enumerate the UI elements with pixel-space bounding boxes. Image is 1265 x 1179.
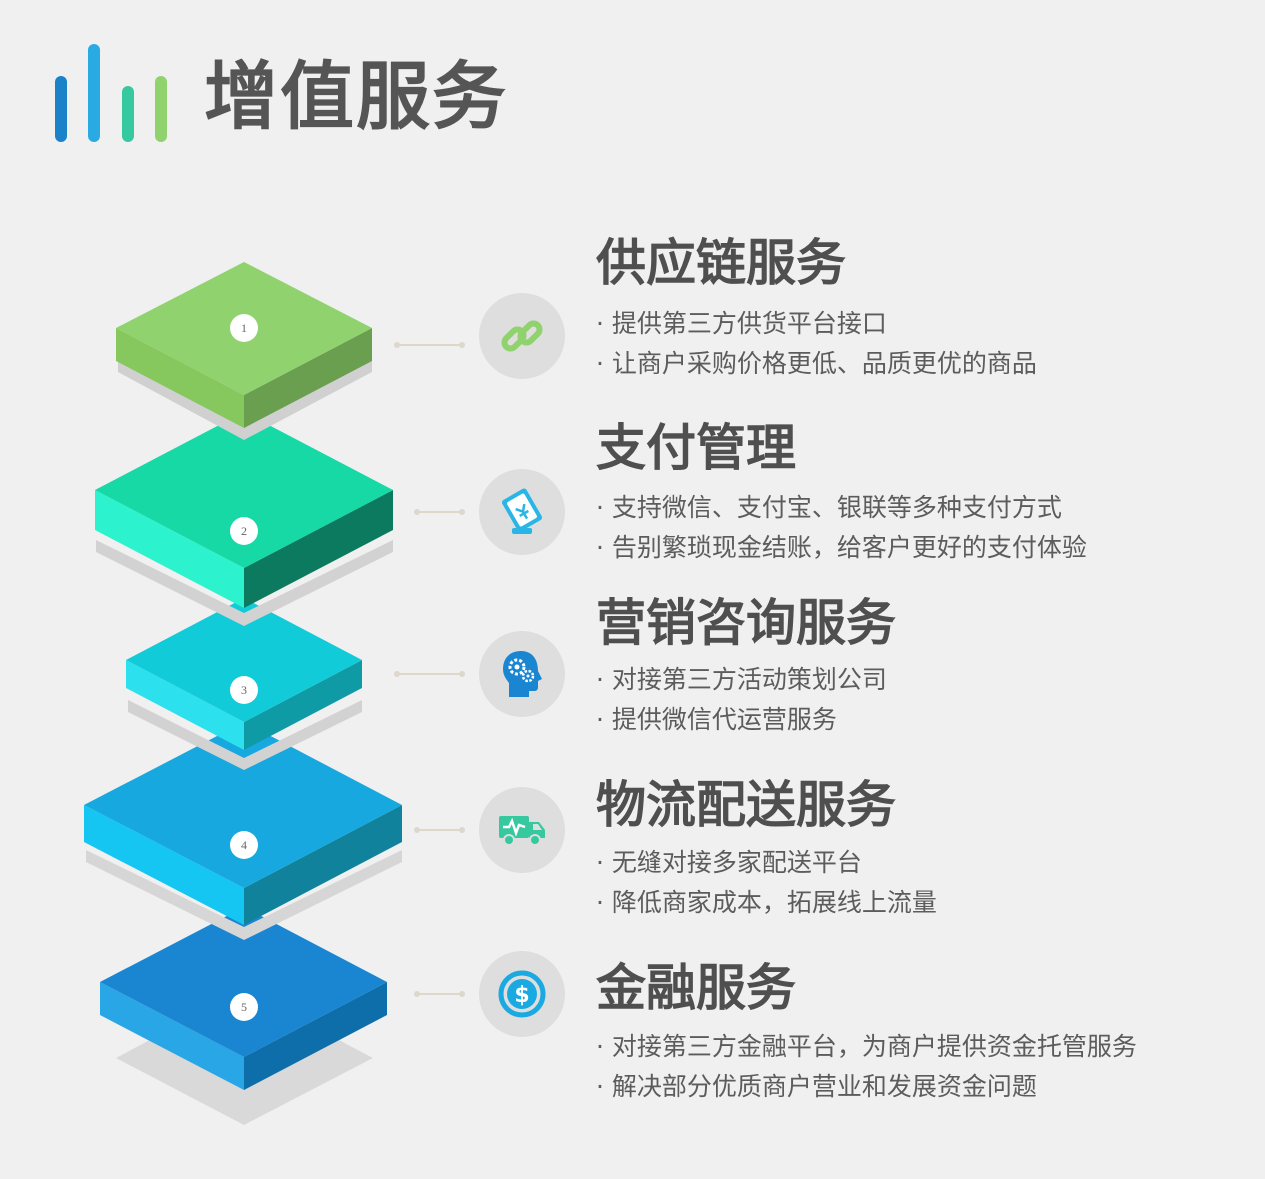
service-3-title: 营销咨询服务 (596, 594, 896, 652)
service-4-line-1: · 无缝对接多家配送平台 (596, 848, 862, 877)
service-1-line-1: · 提供第三方供货平台接口 (596, 309, 887, 338)
service-5-line-2: · 解决部分优质商户营业和发展资金问题 (596, 1072, 1037, 1101)
service-4-icon-circle (479, 787, 565, 873)
service-3-icon-circle (479, 631, 565, 717)
service-5-icon-circle: $ (479, 951, 565, 1037)
layer-4: 4 (84, 722, 402, 940)
dollar-coin-icon: $ (498, 970, 546, 1018)
service-1-line-2: · 让商户采购价格更低、品质更优的商品 (596, 349, 1037, 378)
service-2-line-1: · 支持微信、支付宝、银联等多种支付方式 (596, 493, 1062, 522)
logo-bar-4 (155, 76, 167, 142)
chart-bars-logo-icon (55, 44, 167, 142)
service-2-title: 支付管理 (596, 419, 796, 477)
service-5-title: 金融服务 (596, 959, 796, 1017)
logo-bar-2 (88, 44, 100, 142)
service-1-icon-circle (479, 293, 565, 379)
layer-5: 5 (100, 907, 387, 1125)
layer-3: 3 (126, 598, 362, 770)
service-2-icon-circle (479, 469, 565, 555)
connector-3 (394, 671, 465, 677)
service-3-line-2: · 提供微信代运营服务 (596, 705, 837, 734)
connector-5 (414, 991, 465, 997)
layer-3-number: 3 (241, 683, 247, 697)
head-gears-icon (503, 651, 542, 697)
link-icon (501, 320, 543, 352)
service-4-line-2: · 降低商家成本，拓展线上流量 (596, 888, 937, 917)
layer-2: 2 (95, 412, 393, 626)
connector-1 (394, 342, 465, 348)
layer-2-number: 2 (241, 524, 247, 538)
service-1-title: 供应链服务 (596, 234, 846, 292)
service-2-line-2: · 告别繁琐现金结账，给客户更好的支付体验 (596, 533, 1087, 562)
layer-4-number: 4 (241, 838, 247, 852)
layer-1-number: 1 (241, 321, 247, 335)
delivery-truck-icon (499, 816, 545, 846)
page-title: 增值服务 (204, 54, 508, 140)
layer-5-number: 5 (241, 1000, 247, 1014)
logo-bar-1 (55, 76, 67, 142)
connector-4 (414, 827, 465, 833)
service-5-line-1: · 对接第三方金融平台，为商户提供资金托管服务 (596, 1032, 1137, 1061)
logo-bar-3 (122, 86, 134, 142)
service-4-title: 物流配送服务 (596, 776, 896, 834)
layer-1: 1 (116, 262, 372, 440)
service-3-line-1: · 对接第三方活动策划公司 (596, 665, 887, 694)
connector-2 (414, 509, 465, 515)
payment-card-icon (501, 488, 543, 534)
svg-text:$: $ (514, 983, 529, 1008)
